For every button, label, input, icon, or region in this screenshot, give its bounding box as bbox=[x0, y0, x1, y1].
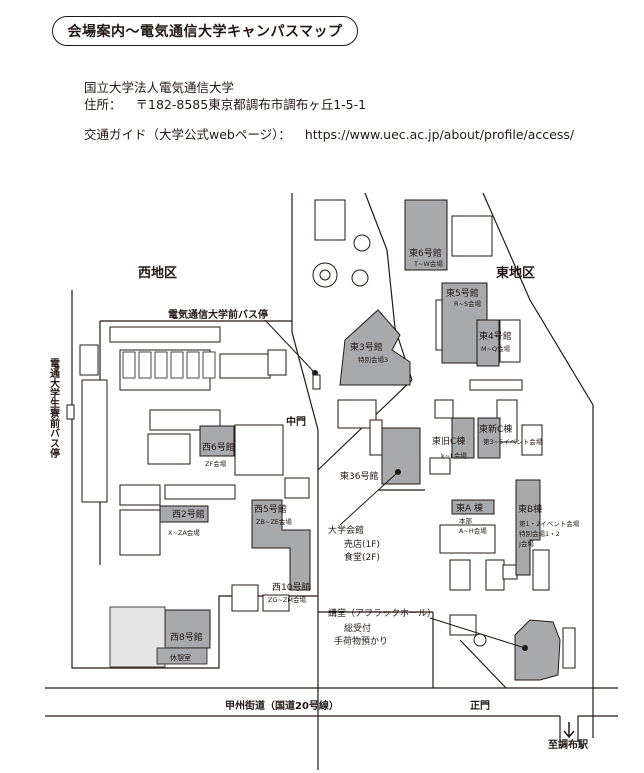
access-label: 交通ガイド（大学公式webページ）： bbox=[84, 127, 291, 142]
university-hall-cafe: 食堂(2F) bbox=[344, 551, 380, 563]
building-west8[interactable] bbox=[164, 609, 211, 649]
arrow-down-icon bbox=[563, 722, 575, 739]
university-hall-shop: 売店(1F) bbox=[344, 538, 380, 550]
building-east-a-name: 東A 棟 bbox=[456, 502, 483, 514]
building-east4[interactable] bbox=[476, 319, 500, 367]
building-east3-name: 東3号館 bbox=[350, 341, 383, 353]
building-east-b-j-venue: J会場 bbox=[518, 539, 534, 548]
building-west8-rest-room: 休憩室 bbox=[170, 653, 191, 662]
address-label: 住所： bbox=[84, 97, 122, 112]
building-new-c[interactable] bbox=[477, 417, 501, 459]
building-auditorium[interactable] bbox=[514, 619, 561, 681]
area-west-label: 西地区 bbox=[138, 265, 177, 281]
bus-stop-icon bbox=[66, 404, 75, 420]
building-east-b-special-venue: 特別会場1・2 bbox=[519, 529, 560, 538]
building-east3[interactable] bbox=[339, 309, 411, 386]
building-west2-name: 西2号館 bbox=[172, 508, 205, 520]
building-west8-name: 西8号館 bbox=[170, 631, 203, 643]
building-west6[interactable] bbox=[199, 425, 235, 457]
building-east-a-venue: A~H会場 bbox=[459, 526, 487, 535]
building-east36-name: 東36号館 bbox=[340, 470, 378, 482]
building-east-b[interactable] bbox=[515, 479, 541, 576]
building-east5-name: 東5号館 bbox=[446, 287, 479, 299]
building-new-c-name: 東新C棟 bbox=[479, 423, 512, 435]
access-url-link[interactable]: https://www.uec.ac.jp/about/profile/acce… bbox=[304, 127, 575, 142]
building-east4-venue: M~Q会場 bbox=[481, 344, 511, 353]
west-east-road-line bbox=[291, 193, 319, 770]
building-west2[interactable] bbox=[159, 505, 209, 523]
building-east4-name: 東4号館 bbox=[479, 330, 512, 342]
gate-middle-label: 中門 bbox=[286, 415, 306, 428]
road-koshu-label: 甲州街道（国道20号線） bbox=[225, 699, 339, 712]
area-east-label: 東地区 bbox=[496, 265, 535, 281]
bus-stop-seimei-label: 電通大学生寮前バス停 bbox=[48, 358, 61, 459]
building-east6[interactable] bbox=[404, 199, 448, 271]
building-west6-venue: ZF会場 bbox=[205, 459, 227, 468]
address-line: 住所： 〒182-8585東京都調布市調布ヶ丘1-5-1 bbox=[84, 94, 366, 113]
university-name: 国立大学法人電気通信大学 bbox=[84, 80, 235, 95]
page-title: 会場案内〜電気通信大学キャンパスマップ bbox=[52, 16, 358, 46]
building-west5-name: 西5号館 bbox=[254, 503, 287, 515]
bus-stop-uec-label: 電気通信大学前バス停 bbox=[168, 308, 268, 321]
access-line: 交通ガイド（大学公式webページ）： https://www.uec.ac.jp/… bbox=[84, 124, 574, 143]
building-east-a-hq: 本部 bbox=[459, 516, 473, 525]
auditorium-name: 講堂（アフラックホール） bbox=[328, 607, 436, 619]
building-west5[interactable] bbox=[251, 499, 311, 591]
building-east-b-name: 東B棟 bbox=[518, 503, 542, 515]
bus-stop-icon bbox=[312, 374, 321, 390]
building-west2-venue: X~ZA会場 bbox=[168, 528, 200, 537]
building-east3-venue: 特別会場3 bbox=[358, 355, 388, 364]
building-west5-venue: ZB~ZE会場 bbox=[256, 517, 292, 526]
building-east-a[interactable] bbox=[451, 499, 495, 515]
gate-main-label: 正門 bbox=[470, 700, 490, 712]
building-west10-venue: ZG~ZM会場 bbox=[268, 595, 306, 604]
building-old-c-name: 東旧C棟 bbox=[432, 435, 465, 447]
building-east6-name: 東6号館 bbox=[409, 247, 442, 259]
building-west10-name: 西10号館 bbox=[272, 581, 310, 593]
building-old-c[interactable] bbox=[451, 417, 475, 459]
building-east5-venue: R~S会場 bbox=[454, 299, 482, 308]
building-east36[interactable] bbox=[381, 427, 421, 485]
building-old-c-venue: k~L会場 bbox=[441, 451, 467, 460]
address-text: 〒182-8585東京都調布市調布ヶ丘1-5-1 bbox=[135, 97, 367, 112]
pond-marker-icon bbox=[473, 633, 487, 647]
building-east6-venue: T~W会場 bbox=[413, 259, 443, 268]
auditorium-reception: 総受付 bbox=[344, 622, 371, 634]
building-new-c-venue: 第3~5イベント会場 bbox=[483, 437, 543, 446]
auditorium-baggage: 手荷物預かり bbox=[334, 635, 388, 647]
building-east-b-event-venue: 第1・2イベント会場 bbox=[519, 519, 580, 528]
university-hall-name: 大学会館 bbox=[328, 524, 364, 536]
building-west6-name: 西6号館 bbox=[202, 441, 235, 453]
road-station-label: 至調布駅 bbox=[548, 738, 589, 751]
